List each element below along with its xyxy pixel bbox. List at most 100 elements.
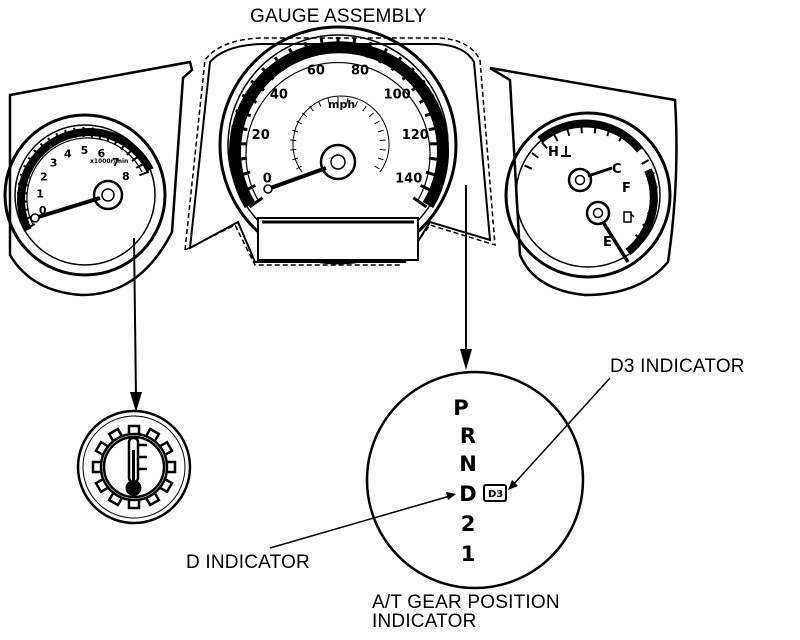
at-temp-warning-indicator: [76, 409, 192, 525]
tachometer-tick: [18, 208, 30, 213]
temp-tick: [531, 152, 540, 159]
tachometer-housing: [8, 60, 194, 297]
fuel-tick: [641, 159, 650, 165]
fuel-pump-icon: [623, 211, 635, 223]
kmh-tick: [327, 97, 330, 105]
tachometer-tick-marks: [16, 126, 150, 230]
speedometer-housing-outer: [184, 37, 496, 266]
kmh-tick: [354, 100, 358, 107]
speedometer-tick: [250, 79, 265, 92]
fuel-full-label: F: [622, 181, 631, 196]
tachometer-tick: [90, 127, 94, 138]
kmh-tick: [362, 105, 367, 112]
tachometer-tick-label: 4: [64, 147, 72, 160]
d-leader-line: [269, 492, 456, 549]
d3-badge-text: D3: [488, 489, 503, 500]
thermometer-icon: [125, 436, 147, 496]
speedometer-tick: [231, 125, 248, 132]
kmh-tick: [368, 112, 375, 118]
speedometer-tick: [411, 79, 426, 92]
fuel-tick: [634, 234, 643, 241]
kmh-tick: [296, 165, 302, 170]
tachometer-tick: [98, 128, 104, 140]
gear-letter-1: 1: [460, 542, 476, 566]
tachometer-tick: [33, 149, 43, 158]
gauge-assembly-title: GAUGE ASSEMBLY: [250, 6, 427, 27]
tachometer-tick: [135, 162, 146, 169]
tachometer-tick-label: 7: [112, 156, 120, 169]
kmh-tick: [374, 165, 380, 170]
fuel-gauge-hub: [585, 200, 611, 226]
tachometer-tick: [113, 135, 121, 146]
speedometer-tick: [364, 41, 373, 58]
gear-letter-p: P: [453, 396, 469, 420]
speedometer-tick-label: 140: [395, 172, 422, 187]
tachometer-tick: [17, 200, 28, 204]
gear-letter-r: R: [459, 424, 477, 448]
speedometer-tick-label: 40: [270, 88, 288, 103]
fuel-tick: [649, 185, 658, 189]
tachometer-tick: [25, 223, 36, 230]
speedometer-needle: [264, 166, 327, 192]
temp-tick: [593, 125, 597, 134]
fuel-tick: [646, 172, 655, 177]
kmh-tick: [292, 157, 299, 161]
speedometer-tick: [273, 56, 286, 72]
kmh-tick: [290, 148, 297, 151]
speedometer-bezel: [218, 25, 458, 265]
kmh-tick: [374, 120, 380, 125]
arrow-cluster-to-gear-indicator: [460, 185, 472, 370]
speedometer-tick-label: 100: [384, 88, 411, 103]
tachometer-tick: [47, 137, 55, 147]
kmh-tick: [377, 157, 384, 161]
speedometer-tick: [428, 156, 446, 162]
temp-symbol-icon: [561, 146, 571, 157]
tachometer-tick-label: 2: [40, 171, 48, 184]
speedometer-tick-label: 120: [402, 128, 429, 143]
temp-fuel-bezel: [504, 111, 672, 279]
tachometer-tick: [106, 131, 112, 142]
tachometer-tick: [64, 129, 69, 140]
d-indicator-label: D INDICATOR: [186, 552, 310, 573]
tachometer-tick: [55, 132, 62, 143]
temp-tick: [606, 128, 611, 137]
temp-tick: [552, 133, 559, 142]
speedometer-tick-label: 0: [263, 172, 272, 187]
speedometer-tick: [287, 47, 298, 64]
tachometer-tick: [39, 142, 48, 152]
fuel-tick: [647, 211, 656, 217]
kmh-tick: [379, 148, 386, 151]
temp-hot-label: H: [548, 145, 559, 160]
kmh-tick: [301, 112, 308, 118]
tachometer-tick-label: 5: [81, 144, 89, 157]
d3-leader-line: [508, 377, 611, 490]
tachometer-tick: [120, 141, 128, 151]
kmh-tick: [292, 129, 299, 133]
fuel-tick: [649, 199, 658, 203]
speedometer-tick: [425, 170, 442, 179]
temp-tick: [565, 127, 571, 137]
kmh-tick: [290, 139, 297, 142]
tachometer-unit: x1000r/min: [90, 158, 128, 165]
d3-indicator-badge: D3: [483, 484, 507, 502]
temp-fuel-housing: [489, 66, 678, 297]
kmh-tick: [379, 139, 386, 142]
tachometer-tick: [139, 170, 150, 177]
tachometer-tick-label: 1: [36, 187, 44, 200]
tachometer-tick-label: 6: [97, 147, 105, 160]
temp-tick: [618, 133, 624, 142]
temp-tick: [524, 164, 533, 170]
speedometer-tick: [350, 38, 357, 55]
kmh-tick: [309, 105, 314, 112]
at-gear-position-label-line2: INDICATOR: [372, 611, 477, 632]
temp-cold-label: C: [612, 162, 622, 177]
speedometer-tick: [419, 184, 436, 194]
tachometer-bezel: [3, 113, 167, 277]
speedometer-housing: [188, 43, 492, 263]
speedometer-tick: [241, 93, 258, 104]
speedometer-tick: [418, 93, 435, 104]
